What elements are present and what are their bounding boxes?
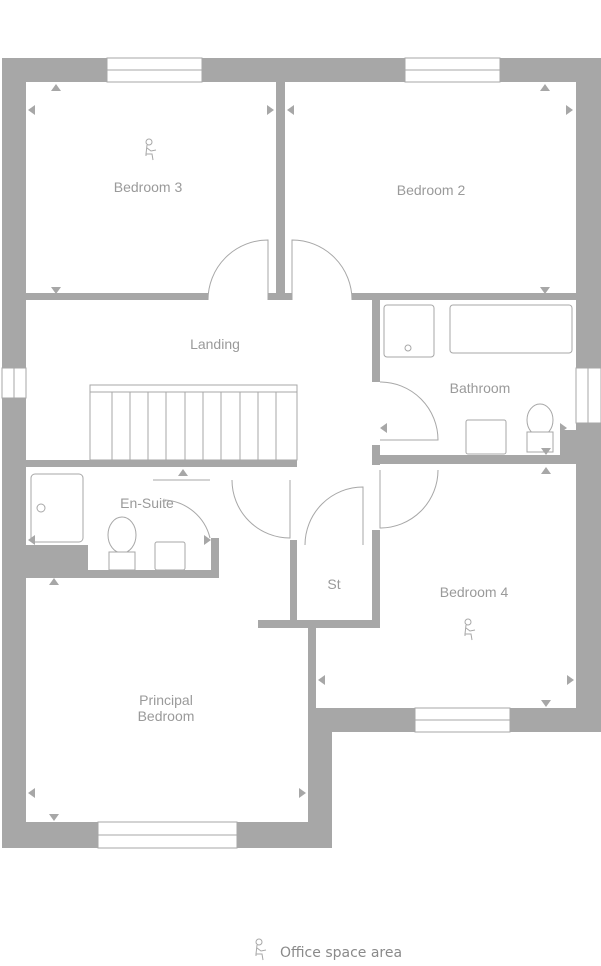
room-label-store: St (327, 576, 340, 592)
office-icon-bedroom4 (464, 618, 476, 641)
stairs (89, 384, 298, 461)
office-person-icon (255, 938, 267, 961)
room-label-bedroom2: Bedroom 2 (397, 182, 466, 198)
windows (1, 57, 601, 849)
bathroom-basin (465, 419, 507, 455)
ensuite-shower (30, 473, 84, 543)
room-label-ensuite: En-Suite (120, 495, 174, 511)
legend-label: Office space area (280, 945, 402, 961)
room-label-bedroom4: Bedroom 4 (440, 584, 509, 600)
room-label-principal-2: Bedroom (138, 708, 195, 724)
legend: Office space area (255, 938, 402, 961)
doors (153, 239, 439, 546)
room-label-principal-1: Principal (139, 692, 193, 708)
ensuite-basin (154, 541, 186, 571)
bathroom-shower (383, 304, 435, 358)
office-icon-bedroom3 (145, 138, 157, 161)
room-label-landing: Landing (190, 336, 240, 352)
fixtures (30, 304, 573, 571)
room-label-bathroom: Bathroom (450, 380, 511, 396)
bathroom-toilet (526, 403, 554, 437)
ensuite-toilet (107, 516, 137, 554)
room-label-bedroom3: Bedroom 3 (114, 179, 183, 195)
bath-tub (449, 304, 573, 354)
